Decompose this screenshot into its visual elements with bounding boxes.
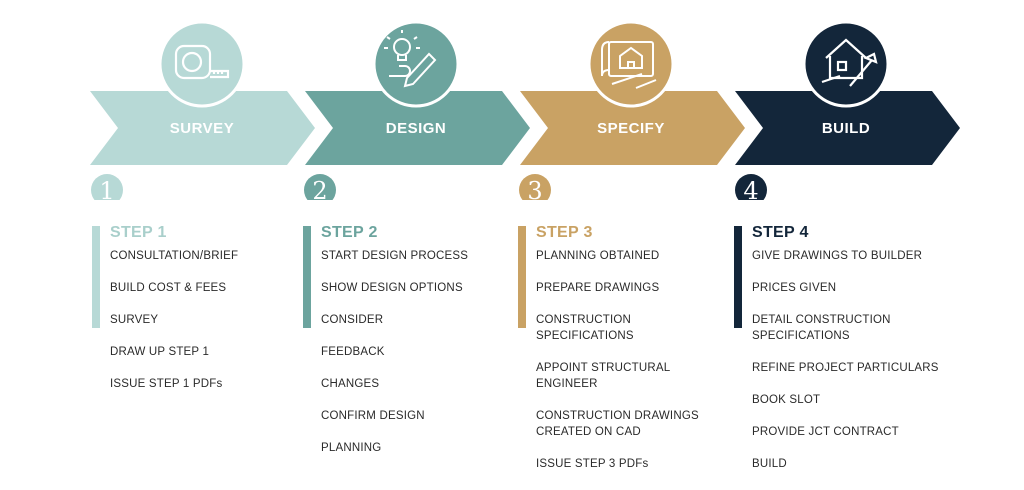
step-number-1: 1 (99, 177, 114, 200)
item-text-line: SURVEY (110, 314, 159, 326)
step-2-item: CHANGES (321, 376, 521, 392)
step-3-item: ISSUE STEP 3 PDFs (536, 456, 736, 472)
step-4-item: PRICES GIVEN (752, 280, 952, 296)
step-number-4: 4 (743, 177, 758, 200)
house-tools-icon (821, 38, 878, 87)
step-3-bar (518, 226, 526, 328)
step-1-item: DRAW UP STEP 1 (110, 344, 310, 360)
item-text-line: SPECIFICATIONS (752, 330, 850, 342)
step-2-item: SHOW DESIGN OPTIONS (321, 280, 521, 296)
item-text-line: CONSTRUCTION (536, 314, 632, 326)
step-3-heading: STEP 3 (536, 224, 593, 241)
item-text-line: SHOW DESIGN OPTIONS (321, 282, 463, 294)
survey-arrow (90, 91, 315, 165)
item-text-line: FEEDBACK (321, 346, 385, 358)
blueprint-icon (601, 41, 657, 89)
step-number-3: 3 (527, 177, 542, 200)
step-1-item: BUILD COST & FEES (110, 280, 310, 296)
item-text-line: PREPARE DRAWINGS (536, 282, 660, 294)
step-4-item: DETAIL CONSTRUCTION SPECIFICATIONS (752, 312, 952, 344)
step-2-item: START DESIGN PROCESS (321, 248, 521, 264)
step-4-item: BOOK SLOT (752, 392, 952, 408)
item-text-line: CONSULTATION/BRIEF (110, 250, 239, 262)
item-text-line: PLANNING OBTAINED (536, 250, 660, 262)
item-text-line: BUILD COST & FEES (110, 282, 227, 294)
step-2-heading: STEP 2 (321, 224, 378, 241)
step-2-item: CONSIDER (321, 312, 521, 328)
item-text-line: GIVE DRAWINGS TO BUILDER (752, 250, 923, 262)
step-3-list: PLANNING OBTAINED PREPARE DRAWINGS CONSTRU… (536, 248, 736, 488)
stage-label-survey: SURVEY (170, 120, 234, 137)
item-text-line: APPOINT STRUCTURAL (536, 362, 671, 374)
step-1-bar (92, 226, 100, 328)
item-text-line: DETAIL CONSTRUCTION (752, 314, 891, 326)
item-text-line: CHANGES (321, 378, 380, 390)
step-2-item: FEEDBACK (321, 344, 521, 360)
item-text-line: DRAW UP STEP 1 (110, 346, 210, 358)
item-text-line: PLANNING (321, 442, 382, 454)
stage-label-build: BUILD (822, 120, 870, 137)
process-banner: SURVEY DESIGN SPECIFY BUILD (90, 20, 960, 200)
step-4-item: REFINE PROJECT PARTICULARS (752, 360, 952, 376)
step-4-bar (734, 226, 742, 328)
step-4-list: GIVE DRAWINGS TO BUILDER PRICES GIVEN DETA… (752, 248, 952, 488)
stage-label-specify: SPECIFY (597, 120, 665, 137)
item-text-line: BUILD (752, 458, 787, 470)
lightbulb-pencil-icon (384, 30, 437, 88)
item-text-line: ISSUE STEP 1 PDFs (110, 378, 223, 390)
item-text-line: START DESIGN PROCESS (321, 250, 469, 262)
step-2-bar (303, 226, 311, 328)
step-3-item: PREPARE DRAWINGS (536, 280, 736, 296)
step-4-item: GIVE DRAWINGS TO BUILDER (752, 248, 952, 264)
item-text-line: ENGINEER (536, 378, 598, 390)
step-number-2: 2 (312, 177, 327, 200)
item-text-line: CONSIDER (321, 314, 384, 326)
item-text-line: CONSTRUCTION DRAWINGS (536, 410, 699, 422)
specify-arrow (520, 91, 745, 165)
step-1-item: CONSULTATION/BRIEF (110, 248, 310, 264)
tape-measure-icon (174, 44, 230, 80)
step-2-item: CONFIRM DESIGN (321, 408, 521, 424)
item-text-line: CONFIRM DESIGN (321, 410, 425, 422)
step-4-item: BUILD (752, 456, 952, 472)
item-text-line: CREATED ON CAD (536, 426, 641, 438)
stage-label-design: DESIGN (386, 120, 447, 137)
step-1-list: CONSULTATION/BRIEF BUILD COST & FEES SURVE… (110, 248, 310, 408)
design-arrow (305, 91, 530, 165)
step-2-item: PLANNING (321, 440, 521, 456)
step-3-item: APPOINT STRUCTURAL ENGINEER (536, 360, 736, 392)
item-text-line: PRICES GIVEN (752, 282, 837, 294)
step-4-heading: STEP 4 (752, 224, 809, 241)
step-3-item: PLANNING OBTAINED (536, 248, 736, 264)
item-text-line: ISSUE STEP 3 PDFs (536, 458, 649, 470)
step-4-item: PROVIDE JCT CONTRACT (752, 424, 952, 440)
step-1-item: SURVEY (110, 312, 310, 328)
step-2-list: START DESIGN PROCESS SHOW DESIGN OPTIONS C… (321, 248, 521, 472)
step-1-item: ISSUE STEP 1 PDFs (110, 376, 310, 392)
item-text-line: PROVIDE JCT CONTRACT (752, 426, 899, 438)
item-text-line: SPECIFICATIONS (536, 330, 634, 342)
step-3-item: CONSTRUCTION SPECIFICATIONS (536, 312, 736, 344)
item-text-line: BOOK SLOT (752, 394, 821, 406)
step-3-item: CONSTRUCTION DRAWINGS CREATED ON CAD (536, 408, 736, 440)
build-arrow (735, 91, 960, 165)
item-text-line: REFINE PROJECT PARTICULARS (752, 362, 939, 374)
step-1-heading: STEP 1 (110, 224, 167, 241)
